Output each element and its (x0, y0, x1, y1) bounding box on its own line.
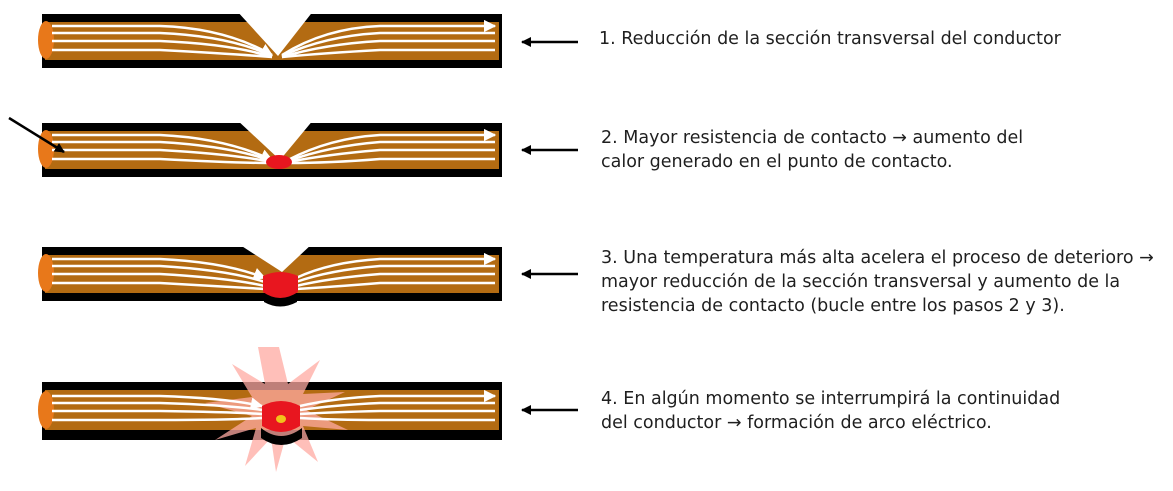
step-2-text: 2. Mayor resistencia de contacto → aumen… (601, 128, 1024, 172)
conductor-3 (38, 243, 502, 307)
step-1-text: 1. Reducción de la sección transversal d… (599, 29, 1061, 49)
hotspot-icon (263, 272, 298, 298)
arc-core (276, 415, 286, 423)
conductor-end-3 (38, 254, 54, 292)
hotspot-icon (266, 155, 292, 169)
current-flow-arrow-icon (52, 389, 497, 422)
conductor-end-2 (38, 130, 54, 168)
conductor-end-1 (38, 21, 54, 59)
conductor-end-4 (38, 391, 54, 429)
current-flow-arrow-icon (52, 19, 497, 59)
step-3-text: 3. Una temperatura más alta acelera el p… (601, 248, 1154, 316)
conductor-1 (38, 10, 502, 68)
conductor-2 (38, 119, 502, 177)
current-flow-arrow-icon (52, 128, 497, 165)
step-4-text: 4. En algún momento se interrumpirá la c… (601, 389, 1061, 433)
current-flow-arrow-icon (52, 252, 497, 291)
conductor-4 (38, 347, 502, 472)
arrow-diagonal-icon (8, 116, 65, 154)
